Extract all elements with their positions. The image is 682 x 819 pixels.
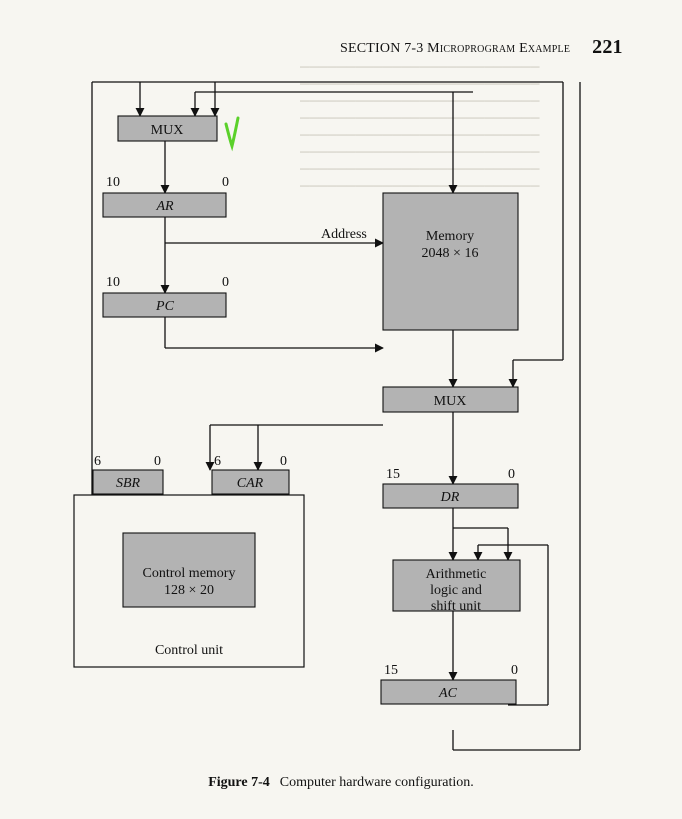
car-register: CAR xyxy=(211,469,290,495)
car-lsb: 0 xyxy=(280,454,287,469)
memory-line2: 2048 × 16 xyxy=(422,246,479,261)
alu-block: Arithmetic logic and shift unit xyxy=(392,559,521,614)
alu-line1: Arithmetic xyxy=(426,567,487,582)
mux-top-label: MUX xyxy=(151,123,184,138)
mux-top: MUX xyxy=(117,115,218,142)
ac-register: AC xyxy=(380,679,517,705)
dr-register: DR xyxy=(382,483,519,509)
ar-msb: 10 xyxy=(106,175,120,190)
control-memory-block: Control memory 128 × 20 xyxy=(122,532,256,608)
bus-wires xyxy=(91,81,581,751)
sbr-label: SBR xyxy=(116,476,141,491)
car-label: CAR xyxy=(237,476,264,491)
pc-label: PC xyxy=(155,299,175,314)
figure-caption: Figure 7-4 Computer hardware configuratio… xyxy=(0,775,682,791)
page-number: 221 xyxy=(592,36,623,58)
alu-line3: shift unit xyxy=(431,599,481,614)
control-unit-frame xyxy=(73,494,305,668)
ac-label: AC xyxy=(438,686,458,701)
ac-lsb: 0 xyxy=(511,663,518,678)
dr-msb: 15 xyxy=(386,467,400,482)
memory-line1: Memory xyxy=(426,229,474,244)
mux-mid: MUX xyxy=(382,386,519,413)
dr-lsb: 0 xyxy=(508,467,515,482)
address-label: Address xyxy=(321,227,367,242)
sbr-lsb: 0 xyxy=(154,454,161,469)
ac-msb: 15 xyxy=(384,663,398,678)
memory-block: Memory 2048 × 16 xyxy=(382,192,519,331)
alu-line2: logic and xyxy=(430,583,482,598)
figure-number: Figure 7-4 xyxy=(208,775,270,790)
sbr-register: SBR xyxy=(92,469,164,495)
car-msb: 6 xyxy=(214,454,221,469)
page-header: SECTION 7-3 Microprogram Example 221 xyxy=(340,36,623,59)
ar-label: AR xyxy=(155,199,174,214)
pc-msb: 10 xyxy=(106,275,120,290)
control-memory-line1: Control memory xyxy=(143,566,236,581)
handwritten-check-mark xyxy=(224,116,240,152)
sbr-msb: 6 xyxy=(94,454,101,469)
mux-mid-label: MUX xyxy=(434,394,467,409)
dr-label: DR xyxy=(440,490,460,505)
control-memory-line2: 128 × 20 xyxy=(164,583,214,598)
ar-lsb: 0 xyxy=(222,175,229,190)
pc-register: PC xyxy=(102,292,227,318)
section-title: SECTION 7-3 Microprogram Example xyxy=(340,41,571,56)
ar-register: AR xyxy=(102,192,227,218)
pc-lsb: 0 xyxy=(222,275,229,290)
figure-caption-text: Computer hardware configuration. xyxy=(279,775,474,790)
control-unit-label: Control unit xyxy=(155,643,223,658)
